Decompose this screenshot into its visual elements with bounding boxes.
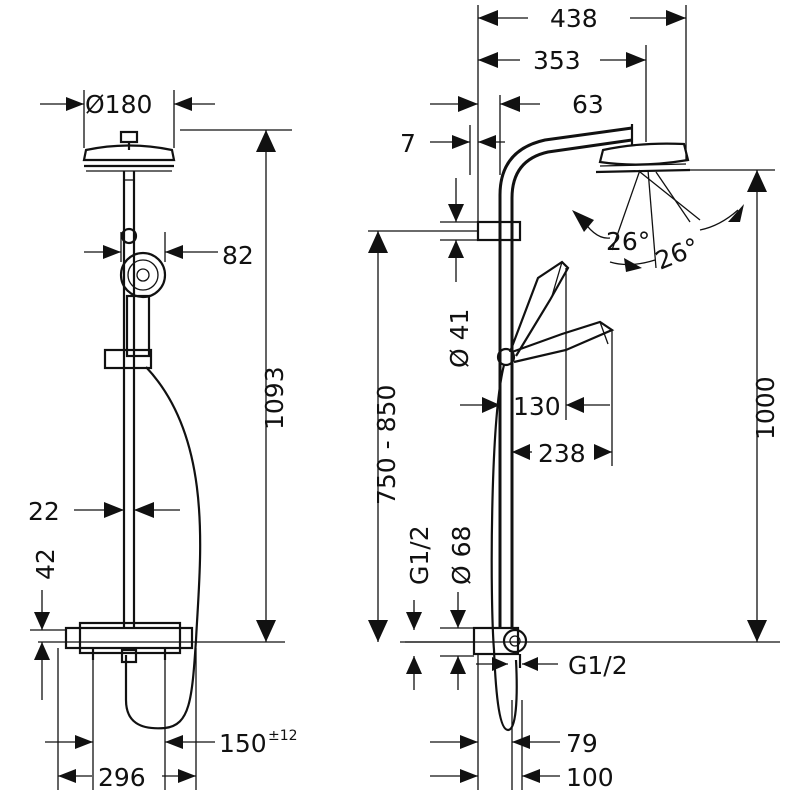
side-tilt-angles: 26° 26° (572, 169, 744, 276)
dim-hand-shower-reach-1: 130 (460, 268, 610, 421)
arm-depth-label: 353 (533, 46, 581, 75)
side-riser-pipe (498, 124, 634, 628)
dim-center-distance: 296 (57, 648, 197, 792)
dim-height-range: 750 - 850 (368, 230, 478, 642)
dim-mixer-depth: 79 (430, 654, 598, 790)
hose-tolerance-label: ±12 (268, 728, 298, 744)
connection-1-label: G1/2 (405, 525, 434, 585)
dim-arm-depth: 353 (478, 45, 647, 142)
dim-connection-1: G1/2 (405, 525, 474, 690)
mixer-depth-total-label: 100 (566, 763, 614, 792)
front-view: Ø180 82 1093 22 (28, 90, 298, 792)
dim-outlet-height: 1000 (690, 169, 780, 642)
front-rail (120, 171, 138, 628)
dim-arm-offset: 63 (430, 90, 604, 175)
hose-length-label: 150 (219, 729, 267, 758)
front-overhead-shower (82, 130, 176, 172)
dim-offset-height: 42 (30, 548, 66, 700)
dim-holder-diameter: Ø 41 (440, 178, 478, 368)
connection-2-label: G1/2 (568, 651, 628, 680)
total-depth-label: 438 (550, 4, 598, 33)
hand-shower-reach-2-label: 238 (538, 439, 586, 468)
front-thermostat (64, 621, 194, 664)
dim-hand-shower-reach-2: 238 (512, 330, 613, 468)
tilt-angle-1-label: 26° (606, 227, 650, 256)
dim-mixer-depth-total: 100 (430, 700, 614, 792)
wall-offset-label: 7 (400, 129, 416, 158)
height-range-label: 750 - 850 (372, 385, 401, 505)
dim-hand-shower-width: 82 (84, 232, 254, 270)
front-hand-shower (103, 251, 167, 370)
hand-shower-width-label: 82 (222, 241, 254, 270)
dim-connection-2: G1/2 (476, 651, 628, 680)
rail-diameter-label: 22 (28, 497, 60, 526)
dim-hose-length: 150 ±12 (45, 660, 298, 790)
dim-wall-offset: 7 (400, 125, 505, 175)
dim-total-depth: 438 (477, 4, 687, 230)
hand-shower-reach-1-label: 130 (513, 392, 561, 421)
holder-diameter-label: Ø 41 (445, 309, 474, 368)
mixer-depth-label: 79 (566, 729, 598, 758)
dim-total-height: 1093 (180, 129, 292, 642)
side-mixer (472, 626, 528, 668)
front-hose (124, 366, 202, 730)
connection-diameter-label: Ø 68 (447, 526, 476, 585)
side-view: 26° 26° (368, 4, 780, 792)
total-height-label: 1093 (260, 366, 289, 430)
dim-head-diameter: Ø180 (40, 90, 215, 148)
dim-connection-diameter: Ø 68 (440, 526, 476, 690)
tilt-angle-2-label: 26° (651, 232, 703, 275)
side-overhead-shower (595, 142, 691, 174)
head-diameter-label: Ø180 (85, 90, 152, 119)
arm-offset-label: 63 (572, 90, 604, 119)
offset-height-label: 42 (31, 548, 60, 580)
side-hand-shower (496, 260, 615, 367)
outlet-height-label: 1000 (751, 376, 780, 440)
center-distance-label: 296 (98, 763, 146, 792)
dim-rail-diameter: 22 (28, 497, 180, 526)
